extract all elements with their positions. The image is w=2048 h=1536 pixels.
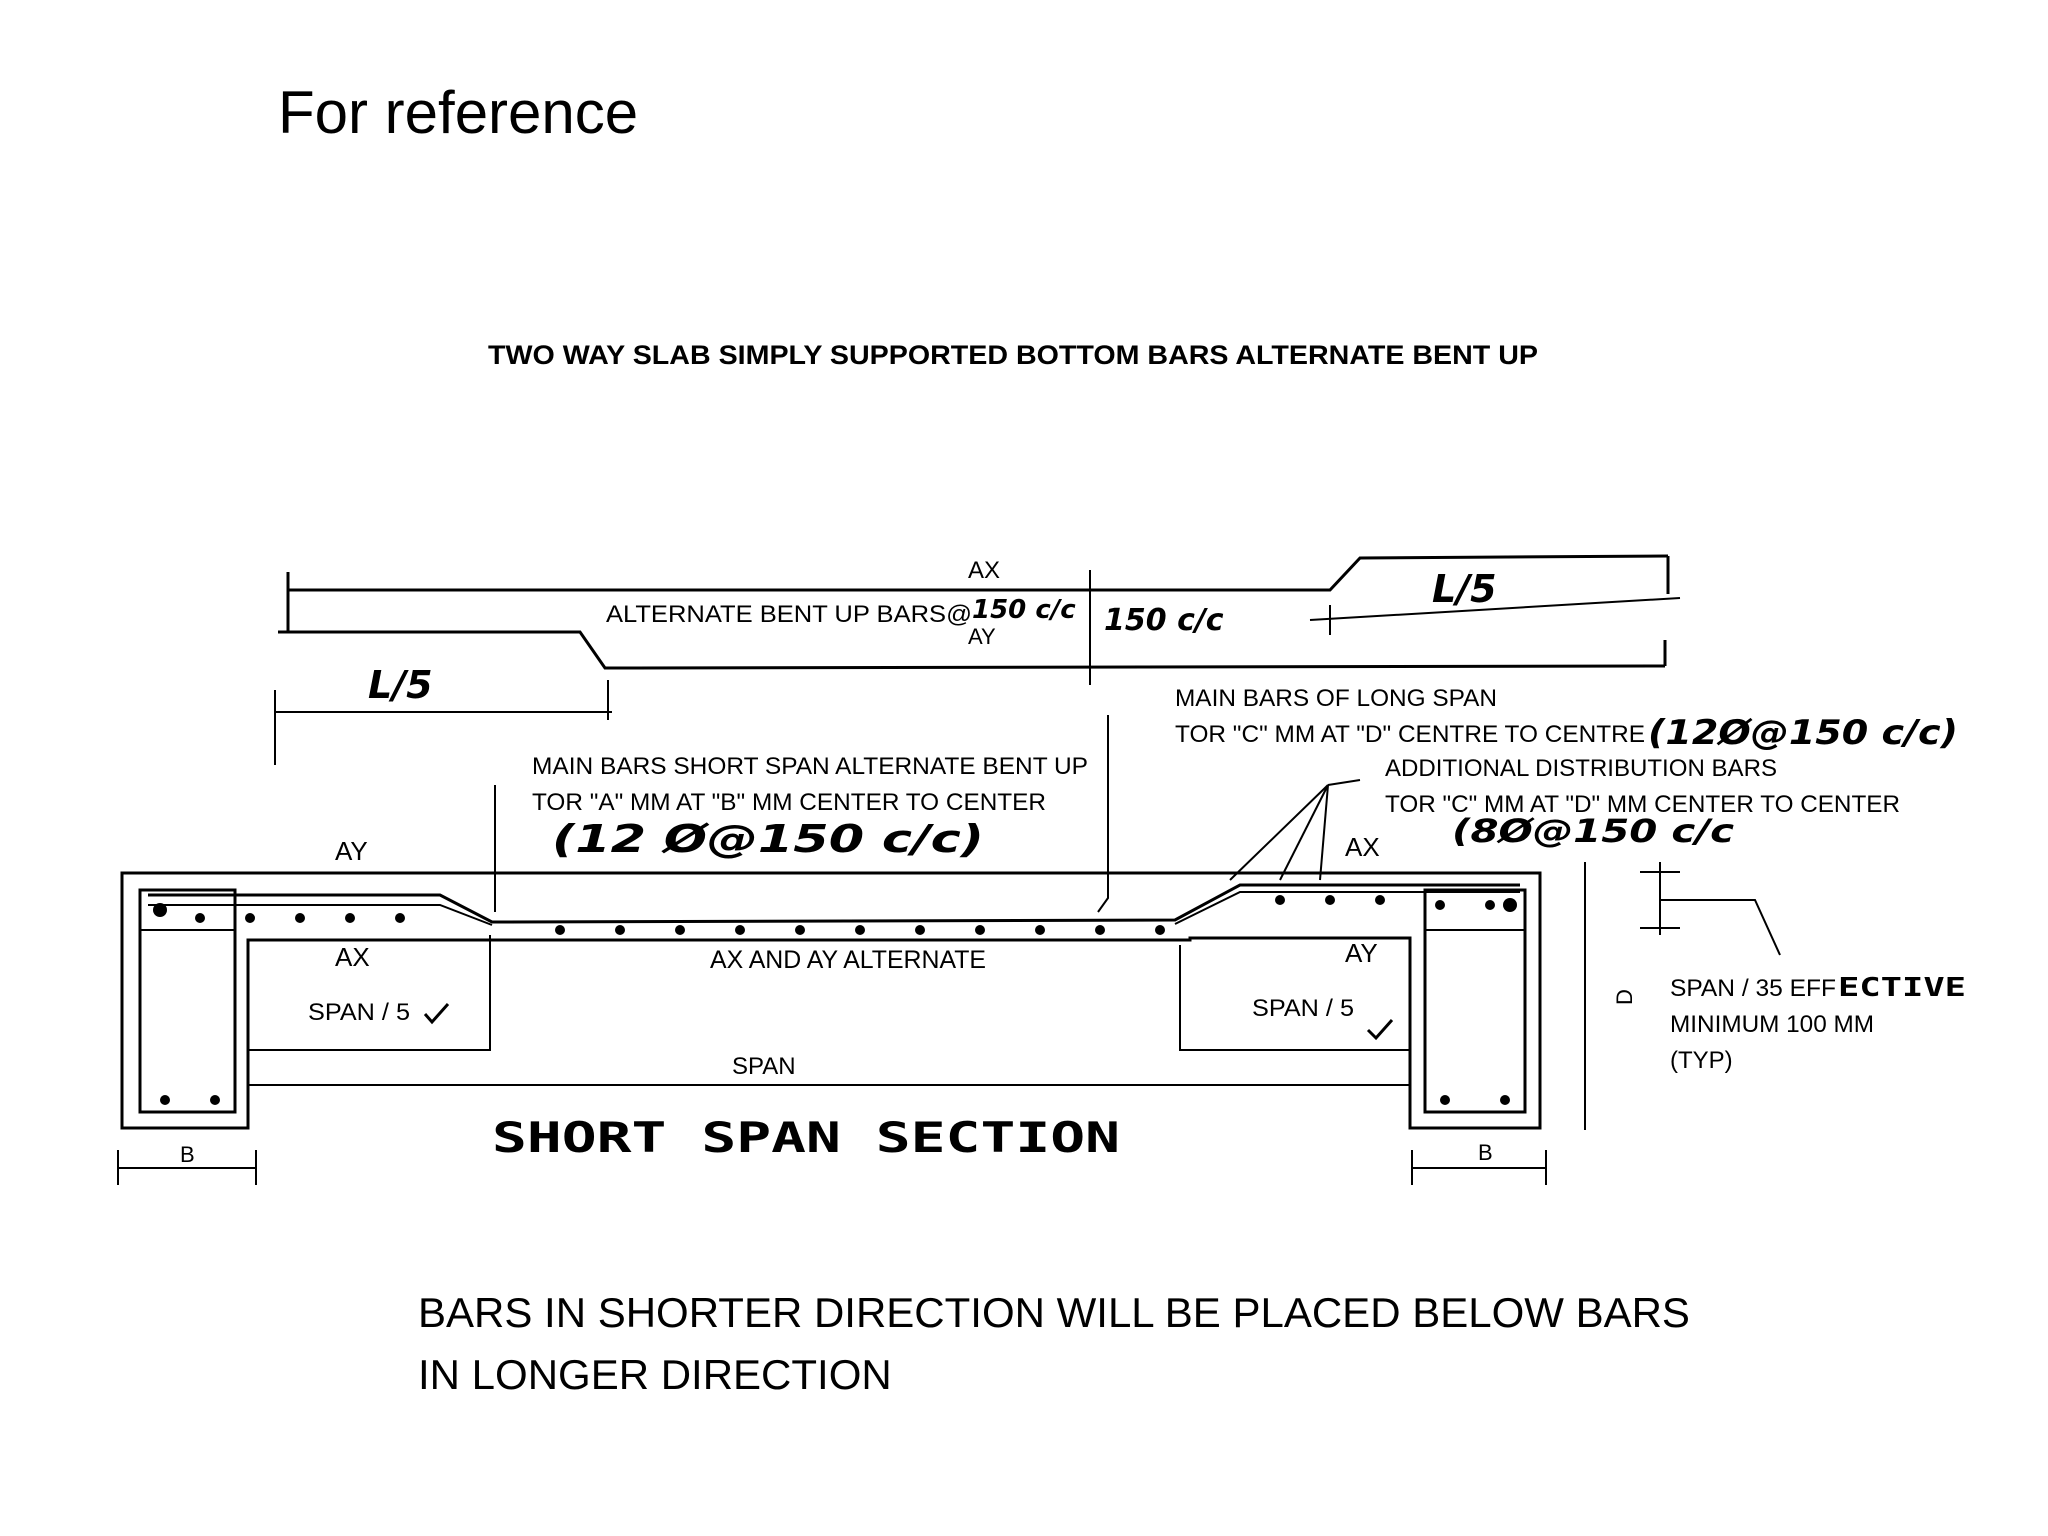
drawing-heading: TWO WAY SLAB SIMPLY SUPPORTED BOTTOM BAR… [488, 340, 1538, 370]
leader-lines [494, 715, 1361, 913]
bent-up-spacing-1: 150 c/c [972, 595, 1076, 625]
ay-right-label: AY [1345, 938, 1378, 968]
l5-right-dimension [1309, 597, 1681, 621]
short-span-note-line2: TOR "A" MM AT "B" MM CENTER TO CENTER [532, 789, 1046, 816]
placement-note-line1: BARS IN SHORTER DIRECTION WILL BE PLACED… [418, 1289, 1690, 1336]
distribution-leader-1 [1229, 784, 1329, 881]
span5-left-label: SPAN / 5 [308, 999, 410, 1026]
b-left-label: B [180, 1142, 195, 1167]
short-span-note-line1: MAIN BARS SHORT SPAN ALTERNATE BENT UP [532, 753, 1088, 780]
slab-outline [120, 871, 1542, 1130]
span-label: SPAN [732, 1053, 796, 1080]
bent-up-bar-detail [274, 554, 1681, 765]
bent-up-bars-label: ALTERNATE BENT UP BARS@ [606, 601, 972, 628]
l5-left-label: L/5 [368, 663, 433, 707]
check-marks [423, 1003, 1394, 1041]
bar-dots [153, 895, 1517, 1105]
alternate-label: AX AND AY ALTERNATE [710, 946, 986, 974]
lower-bar [278, 630, 1666, 670]
distribution-note-line2: TOR "C" MM AT "D" MM CENTER TO CENTER [1385, 791, 1900, 818]
b-right-label: B [1478, 1140, 1493, 1165]
long-span-note-line2: TOR "C" MM AT "D" CENTRE TO CENTRE [1175, 721, 1645, 748]
right-beam-stirrup [1423, 888, 1527, 1114]
span5-left-dimension [248, 935, 491, 1051]
distribution-leader-3 [1319, 784, 1329, 881]
long-span-note-line1: MAIN BARS OF LONG SPAN [1175, 685, 1497, 712]
ax-left-label: AX [335, 942, 370, 972]
distribution-note-line1: ADDITIONAL DISTRIBUTION BARS [1385, 755, 1777, 782]
top-ay-label: AY [968, 624, 996, 649]
span5-right-dimension [1179, 945, 1410, 1051]
reinforcement-section-drawing: TWO WAY SLAB SIMPLY SUPPORTED BOTTOM BAR… [117, 340, 1966, 1185]
d-label: D [1612, 989, 1637, 1005]
short-span-note-hand: (12 Ø@150 c/c) [552, 817, 984, 861]
distribution-note-hand: (8Ø@150 c/c [1452, 812, 1734, 850]
span5-right-label: SPAN / 5 [1252, 995, 1354, 1022]
bent-up-spacing-2: 150 c/c [1104, 603, 1224, 638]
thickness-note-hand: ECTIVE [1838, 973, 1966, 1003]
distribution-leader-2 [1279, 784, 1329, 881]
upper-bar [288, 554, 1669, 592]
section-label: SHORT SPAN SECTION [492, 1113, 1120, 1162]
slide-title: For reference [278, 79, 639, 146]
ay-left-label: AY [335, 836, 368, 866]
top-ax-label: AX [968, 557, 1000, 584]
placement-note: BARS IN SHORTER DIRECTION WILL BE PLACED… [418, 1282, 1798, 1406]
placement-note-line2: IN LONGER DIRECTION [418, 1351, 892, 1398]
ax-right-label: AX [1345, 832, 1380, 862]
long-span-note-hand: (12Ø@150 c/c) [1648, 713, 1958, 753]
long-span-leader [1097, 715, 1109, 913]
main-bent-bar [148, 883, 1520, 924]
left-beam-stirrup [138, 888, 237, 1114]
l5-right-label: L/5 [1432, 567, 1497, 611]
thickness-note-line1: SPAN / 35 EFF [1670, 975, 1836, 1002]
thickness-note-line3: (TYP) [1670, 1047, 1733, 1074]
thickness-note-line2: MINIMUM 100 MM [1670, 1011, 1874, 1038]
slab-section [117, 862, 1781, 1185]
